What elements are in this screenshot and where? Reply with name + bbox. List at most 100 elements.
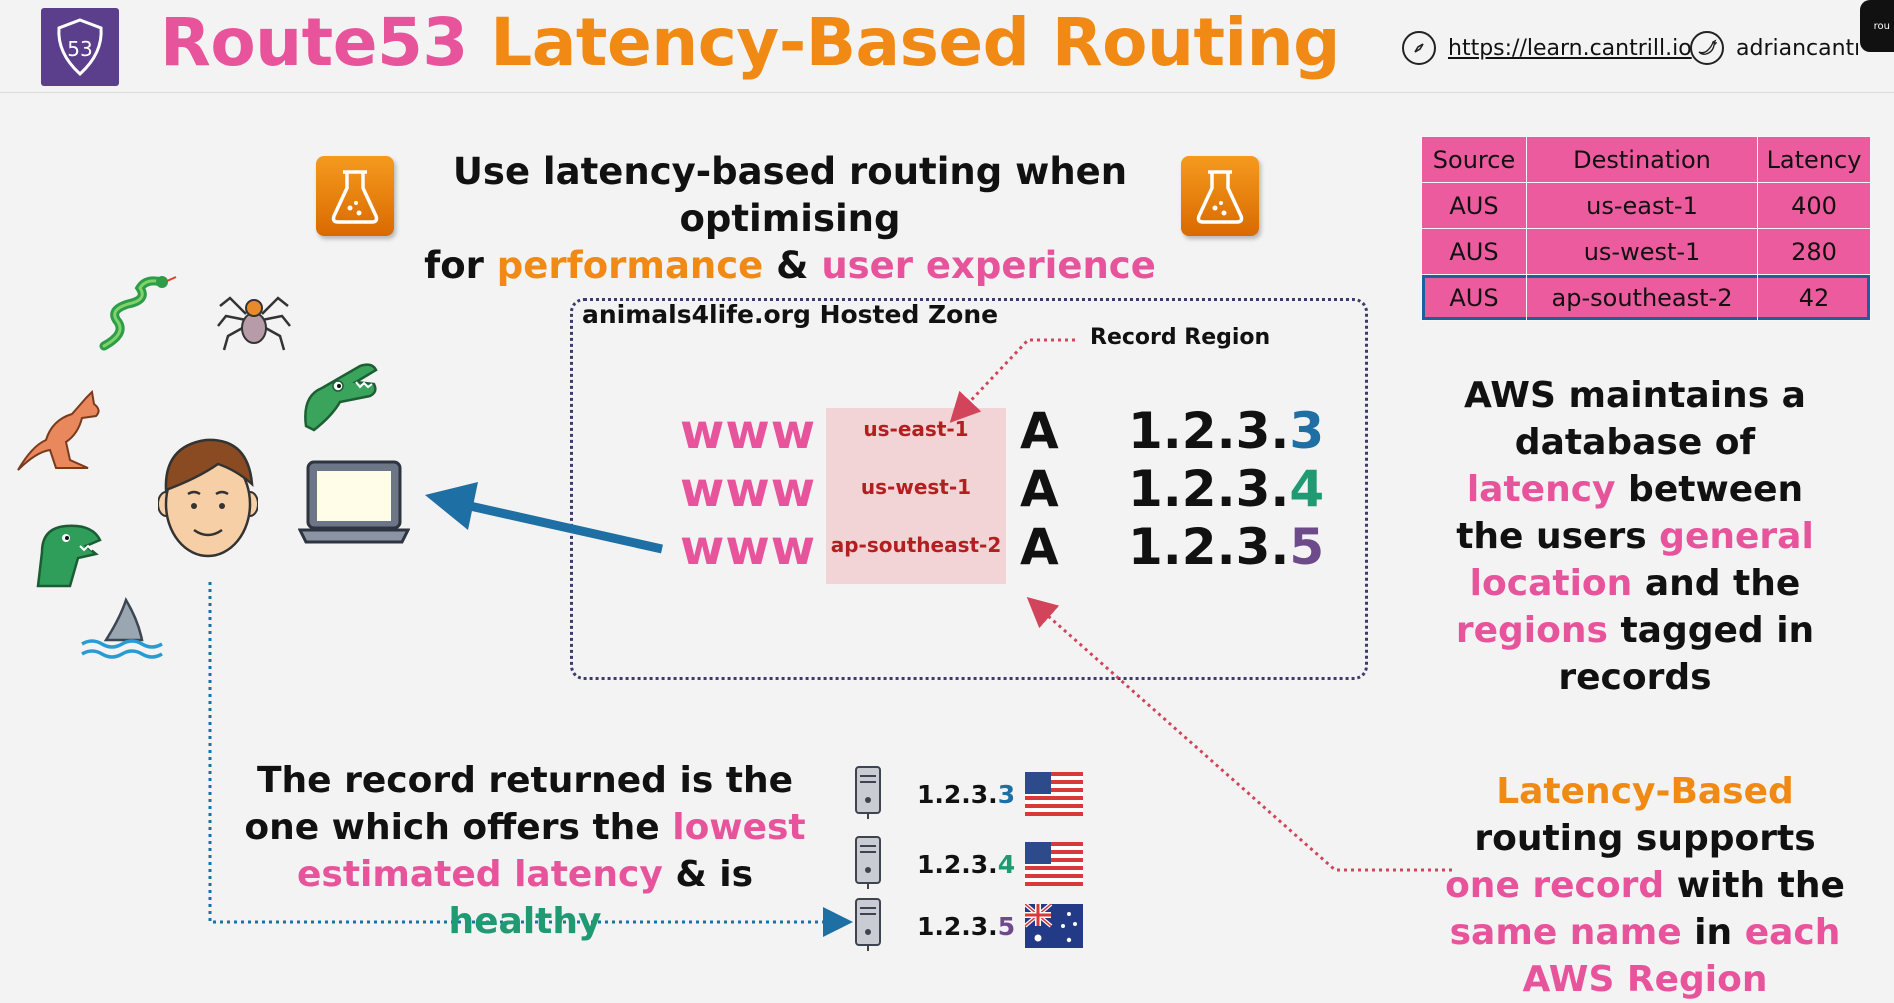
tagline-line2: for performance & user experience [400,242,1180,289]
server-endpoint: 1.2.3.5 [855,898,1095,954]
ip-last-octet: 5 [1289,518,1325,576]
latency-database-text: AWS maintains a database of latency betw… [1440,372,1830,701]
page-title: Route53 Latency-Based Routing [160,4,1340,81]
keyword-healthy: healthy [448,901,602,942]
latency-table: Source Destination Latency AUS us-east-1… [1421,136,1871,321]
ip-prefix: 1.2.3. [917,850,998,879]
dns-record: www ap-southeast-2 A 1.2.3.5 [680,518,1324,576]
dns-record: www us-west-1 A 1.2.3.4 [680,460,1324,518]
text-fragment: AWS maintains a database of [1464,375,1806,463]
record-name: www [680,404,817,460]
tagline-text: & [763,244,822,287]
keyword-latency-based: Latency-Based [1496,771,1794,812]
keyword-performance: performance [496,244,764,287]
dinosaur-icon [36,524,102,588]
twitter-link[interactable]: adriancantrill [1690,28,1858,68]
snake-icon [99,276,177,351]
table-row: AUS us-east-1 400 [1421,182,1871,229]
ip-last-octet: 4 [1289,460,1325,518]
ip-prefix: 1.2.3. [917,912,998,941]
record-region: us-west-1 [860,475,972,499]
text-fragment: in [1681,912,1745,953]
crocodile-icon [304,363,378,432]
table-cell-source: AUS [1421,228,1527,275]
record-type: A [1020,402,1059,460]
record-region-label: Record Region [1090,325,1271,350]
beaker-icon [316,156,394,236]
ip-last-octet: 3 [997,780,1016,809]
compass-icon [1402,31,1436,65]
text-fragment: with the [1664,865,1845,906]
record-type: A [1020,460,1059,518]
server-ip: 1.2.3.4 [917,850,1015,879]
twitter-handle[interactable]: adriancantrill [1736,35,1858,61]
us-flag [1025,842,1083,886]
hosted-zone-title: animals4life.org Hosted Zone [582,300,999,329]
table-cell-destination: us-east-1 [1526,182,1758,229]
ip-prefix: 1.2.3. [1128,460,1290,518]
server-endpoint: 1.2.3.4 [855,836,1095,892]
record-returned-text: The record returned is the one which off… [215,757,835,945]
twitter-bird-icon [1690,31,1724,65]
ip-last-octet: 4 [997,850,1016,879]
column-header: Destination [1526,136,1758,183]
server-ip: 1.2.3.3 [917,780,1015,809]
ip-last-octet: 3 [1289,402,1325,460]
spider-icon [217,296,291,351]
connector-arrows [208,338,1452,937]
latency-routing-support-text: Latency-Based routing supports one recor… [1445,768,1845,1003]
text-fragment: tagged in records [1558,610,1815,698]
ip-prefix: 1.2.3. [1128,402,1290,460]
server-ip: 1.2.3.5 [917,912,1015,941]
title-latency-based-routing: Latency-Based Routing [490,4,1340,81]
corner-overlay-tab[interactable]: rou [1860,0,1894,52]
title-route53: Route53 [160,4,468,81]
table-cell-latency: 42 [1757,274,1871,321]
keyword-general-location: general location [1469,516,1814,604]
website-url[interactable]: https://learn.cantrill.io [1448,35,1692,61]
table-cell-destination: ap-southeast-2 [1526,274,1758,321]
header-divider [0,92,1894,93]
column-header: Source [1421,136,1527,183]
keyword-one-record: one record [1445,865,1665,906]
ip-prefix: 1.2.3. [1128,518,1290,576]
corner-label: rou [1873,20,1890,32]
us-flag [1025,772,1083,816]
keyword-regions: regions [1455,610,1608,651]
website-link[interactable]: https://learn.cantrill.io [1402,28,1692,68]
table-cell-destination: us-west-1 [1526,228,1758,275]
text-fragment: and the [1632,563,1801,604]
record-region: ap-southeast-2 [830,533,1002,557]
record-region-column [826,408,1006,584]
keyword-same-name: same name [1449,912,1682,953]
record-name: www [680,462,817,518]
text-fragment: between the users [1456,469,1804,557]
tagline-text: for [424,244,497,287]
ip-last-octet: 5 [997,912,1016,941]
text-fragment: The record returned is the one which off… [244,760,794,848]
table-cell-latency: 280 [1757,228,1871,275]
record-value: 1.2.3.4 [1128,460,1324,518]
logo-text: 53 [67,37,92,61]
user-to-server-path [208,582,853,937]
table-row: AUS us-west-1 280 [1421,228,1871,275]
table-cell-latency: 400 [1757,182,1871,229]
server-endpoint: 1.2.3.3 [855,766,1095,822]
latency-routing-arrow [1026,597,1452,872]
server-icon [855,898,881,951]
record-value: 1.2.3.5 [1128,518,1324,576]
text-fragment: routing supports [1474,818,1816,859]
laptop-icon [298,460,410,544]
beaker-icon [1181,156,1259,236]
keyword-user-experience: user experience [821,244,1156,287]
server-icon [855,766,881,819]
kangaroo-icon [17,390,100,471]
route53-shield-icon: 53 [41,8,119,86]
column-header: Latency [1757,136,1871,183]
user-face-icon [158,438,258,558]
text-fragment: & is [662,854,754,895]
tagline-line1: Use latency-based routing when optimisin… [452,150,1128,240]
table-header-row: Source Destination Latency [1421,136,1871,183]
record-value: 1.2.3.3 [1128,402,1324,460]
ip-prefix: 1.2.3. [917,780,998,809]
